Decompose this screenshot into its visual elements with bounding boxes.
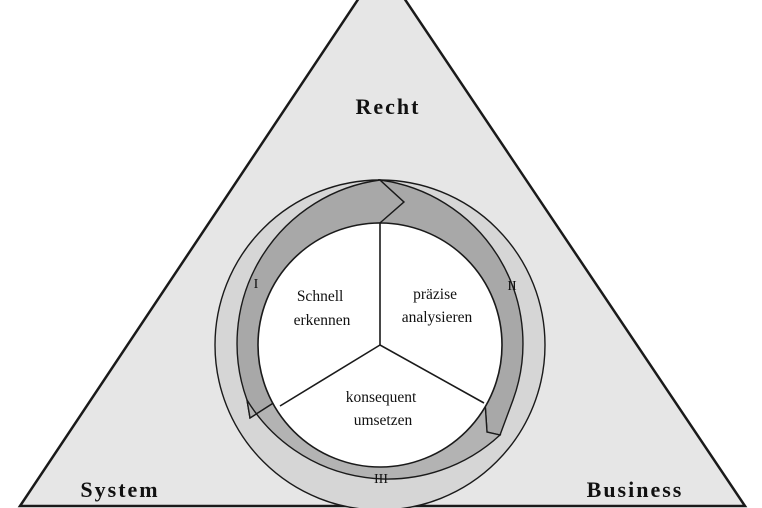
sector-label-left-line-1: Schnell [297,288,344,305]
cycle-label-one: I [254,277,259,292]
divider-bottom-left [279,344,381,407]
divider-bottom-right [379,344,485,404]
sector-label-right-line-2: analysieren [402,309,473,326]
sector-label-left-line-2: erkennen [294,312,351,329]
corner-label-left: System [80,477,159,502]
cycle-label-two: II [507,279,517,294]
sector-label-right: präzise analysieren [402,286,473,326]
corner-label-top: Recht [356,94,421,119]
sector-label-bottom-line-2: umsetzen [354,412,413,429]
corner-label-right: Business [587,477,684,502]
sector-label-right-line-1: präzise [413,286,457,303]
sector-label-bottom-line-1: konsequent [346,389,417,406]
sector-label-bottom: konsequent umsetzen [346,389,420,429]
sector-label-left: Schnell erkennen [294,288,351,329]
cycle-label-three: III [374,472,388,487]
